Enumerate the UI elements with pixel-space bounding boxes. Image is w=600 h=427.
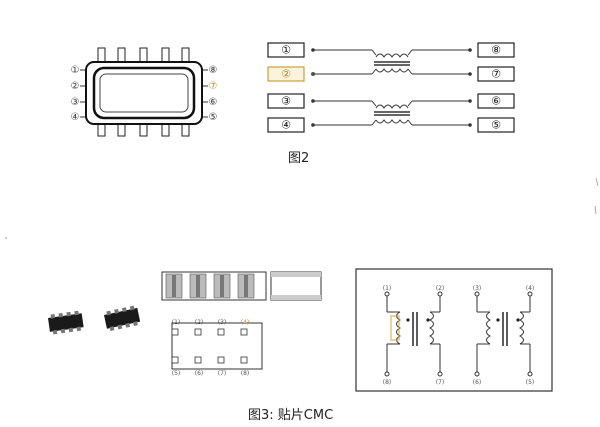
package-core-inner [99, 73, 189, 113]
left-pin-box [267, 93, 305, 109]
package-pin-label-left: ③ [71, 97, 80, 108]
footprint-top-label: (1) [172, 319, 181, 326]
schematic-top-label: (1) [383, 285, 392, 292]
package-pin-label-left: ① [71, 65, 80, 76]
right-pin-box [477, 42, 515, 58]
schematic-top-label: (3) [473, 285, 482, 292]
schematic-bottom-label: (6) [473, 379, 482, 386]
right-pin-box [477, 66, 515, 82]
schematic-bottom-label: (8) [383, 379, 392, 386]
schematic-transformer-left [384, 291, 443, 377]
scan-mark [594, 205, 597, 215]
right-pin-number: ⑦ [491, 68, 501, 81]
cmc-package-top-view: ① ② ③ ④ ⑧ ⑦ ⑥ ⑤ [71, 47, 218, 137]
left-pin-box [267, 42, 305, 58]
smd-cmc-chip-photo-1 [48, 310, 84, 335]
right-pin-box [477, 117, 515, 133]
winding-pair-1 [311, 48, 472, 76]
left-pin-box-highlight [267, 66, 305, 82]
package-pin-label-right-highlight: ⑦ [209, 81, 218, 92]
schematic-bottom-label: (5) [526, 379, 535, 386]
schematic-top-label: (4) [526, 285, 535, 292]
right-pin-box [477, 93, 515, 109]
left-pin-number: ② [281, 68, 291, 81]
cmc-schematic: (1) (2) (3) (4) (8) (7) (6) (5) [355, 268, 553, 392]
package-pin-label-right: ⑧ [209, 65, 218, 76]
cmc-end-view [270, 271, 322, 301]
package-pin-label-left: ② [71, 81, 80, 92]
footprint-bottom-label: (6) [195, 370, 204, 377]
package-pin-label-left: ④ [71, 112, 80, 123]
right-pin-number: ⑧ [491, 44, 501, 57]
schematic-transformer-right [474, 291, 533, 377]
figure2-caption: 图2 [288, 151, 309, 166]
schematic-top-label: (2) [436, 285, 445, 292]
footprint-bottom-label: (8) [241, 370, 250, 377]
left-pin-number: ① [281, 44, 291, 57]
left-pin-number: ④ [281, 119, 291, 132]
footprint-top-label: (4) [241, 319, 250, 326]
scan-speck [5, 237, 7, 239]
footprint-top-label: (2) [195, 319, 204, 326]
cmc-side-view [161, 271, 267, 301]
package-pin-label-right: ⑥ [209, 97, 218, 108]
right-pin-number: ⑤ [491, 119, 501, 132]
footprint-top-label: (3) [218, 319, 227, 326]
figure3-caption: 图3: 贴片CMC [248, 408, 333, 423]
scan-mark [595, 177, 599, 187]
left-pin-box [267, 117, 305, 133]
schematic-bottom-label: (7) [436, 379, 445, 386]
footprint-bottom-label: (5) [172, 370, 181, 377]
footprint-bottom-label: (7) [218, 370, 227, 377]
pin-connection-schematic: ① ② ③ ④ ⑧ ⑦ ⑥ ⑤ [267, 42, 515, 133]
right-pin-number: ⑥ [491, 95, 501, 108]
smd-cmc-chip-photo-2 [104, 305, 141, 332]
cmc-footprint: (1) (2) (3) (4) (5) (6) (7) (8) [171, 319, 263, 377]
left-pin-number: ③ [281, 95, 291, 108]
package-pin-label-right: ⑤ [209, 112, 218, 123]
winding-pair-2 [311, 99, 472, 127]
package-top-leads [97, 47, 190, 69]
